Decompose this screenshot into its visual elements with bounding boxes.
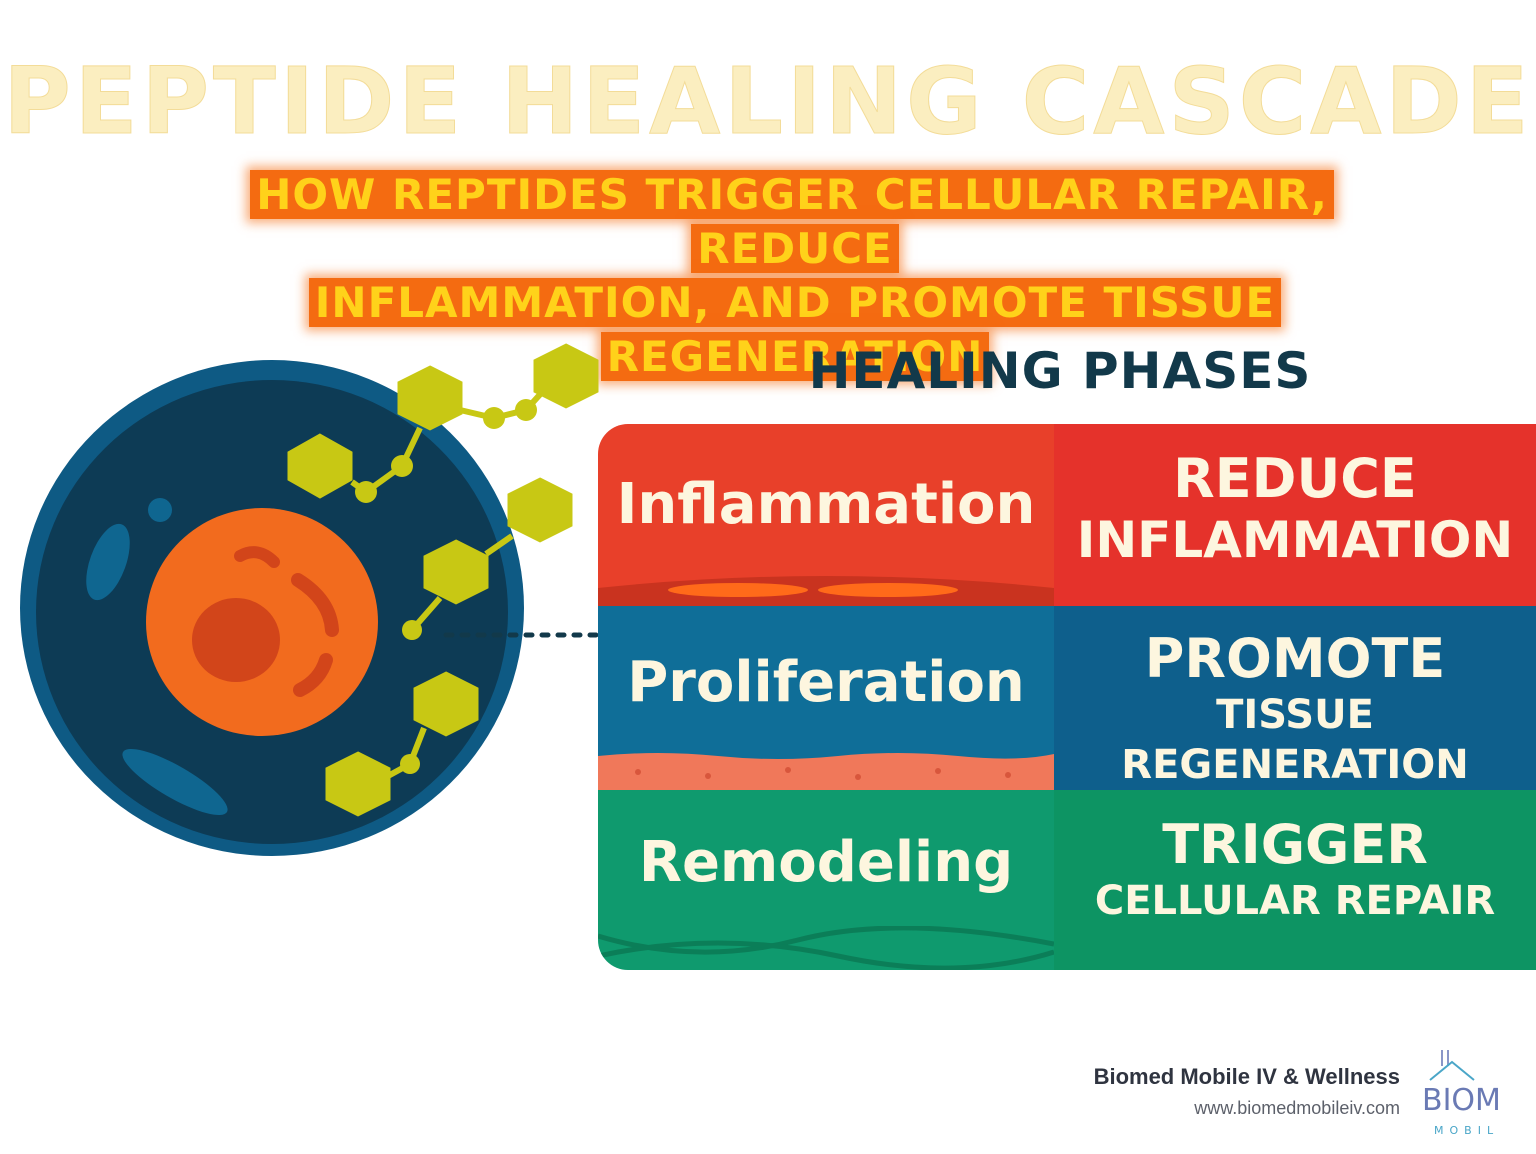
peptide-node — [355, 481, 377, 503]
phase-row-remodeling: Remodeling TRIGGER CELLULAR REPAIR — [598, 790, 1536, 970]
cell-illustration — [0, 330, 620, 930]
chromatin — [293, 653, 333, 697]
phase-cell: Remodeling — [598, 790, 1054, 970]
footer-url[interactable]: www.biomedmobileiv.com — [1194, 1098, 1400, 1118]
action-bottom: CELLULAR REPAIR — [1094, 878, 1496, 924]
healing-phases-table: Inflammation REDUCE INFLAMMATION Prolife… — [598, 424, 1536, 970]
organelle — [122, 748, 228, 816]
tissue-texture — [598, 753, 1054, 790]
phase-cell: Proliferation — [598, 606, 1054, 790]
peptide-chain — [325, 671, 479, 817]
peptide-hexagon — [325, 751, 391, 817]
phase-name: Proliferation — [627, 650, 1025, 715]
nucleolus — [192, 598, 280, 682]
peptide-chain — [287, 343, 599, 503]
cell-graphic — [20, 343, 603, 856]
page-subtitle: HOW REPTIDES TRIGGER CELLULAR REPAIR, RE… — [150, 168, 1440, 384]
subtitle-line-1: HOW REPTIDES TRIGGER CELLULAR REPAIR, RE… — [250, 170, 1334, 273]
action-top: TRIGGER — [1162, 813, 1428, 876]
action-top: PROMOTE — [1144, 627, 1446, 690]
phase-row-proliferation: Proliferation PROMOTE TISSUE REGENERATIO… — [598, 606, 1536, 790]
peptide-node — [483, 407, 505, 429]
action-bottom: TISSUE REGENERATION — [1121, 692, 1469, 788]
organelle — [148, 498, 172, 522]
tissue-texture — [598, 576, 1054, 606]
chromatin — [291, 573, 339, 637]
tissue-texture — [598, 926, 1054, 970]
logo-text-bottom: MOBIL — [1434, 1124, 1499, 1137]
action-cell: REDUCE INFLAMMATION — [1054, 424, 1536, 606]
phase-name: Remodeling — [638, 830, 1014, 895]
peptide-hexagon — [533, 343, 599, 409]
action-bottom: INFLAMMATION — [1076, 511, 1514, 569]
action-text: TRIGGER CELLULAR REPAIR — [1054, 814, 1536, 926]
phase-name: Inflammation — [616, 472, 1036, 537]
action-text: PROMOTE TISSUE REGENERATION — [1054, 628, 1536, 790]
action-text: REDUCE INFLAMMATION — [1054, 448, 1536, 570]
logo-text-top: BIOM — [1422, 1083, 1501, 1118]
healing-phases-heading: HEALING PHASES — [808, 342, 1312, 400]
peptide-hexagon — [287, 433, 353, 499]
peptide-hexagon — [397, 365, 463, 431]
peptide-node — [402, 620, 422, 640]
footer-company-name: Biomed Mobile IV & Wellness — [1093, 1064, 1400, 1089]
peptide-node — [515, 399, 537, 421]
chromatin — [234, 546, 280, 568]
peptide-node — [400, 754, 420, 774]
action-cell: TRIGGER CELLULAR REPAIR — [1054, 790, 1536, 970]
page-title: PEPTIDE HEALING CASCADE — [3, 48, 1533, 156]
peptide-chain — [402, 477, 573, 640]
biomed-logo: BIOM MOBIL — [1422, 1050, 1501, 1137]
phase-cell: Inflammation — [598, 424, 1054, 606]
peptide-hexagon — [507, 477, 573, 543]
peptide-hexagon — [413, 671, 479, 737]
action-cell: PROMOTE TISSUE REGENERATION — [1054, 606, 1536, 790]
phase-row-inflammation: Inflammation REDUCE INFLAMMATION — [598, 424, 1536, 606]
action-top: REDUCE — [1173, 447, 1417, 510]
peptide-node — [391, 455, 413, 477]
organelle — [86, 523, 130, 601]
